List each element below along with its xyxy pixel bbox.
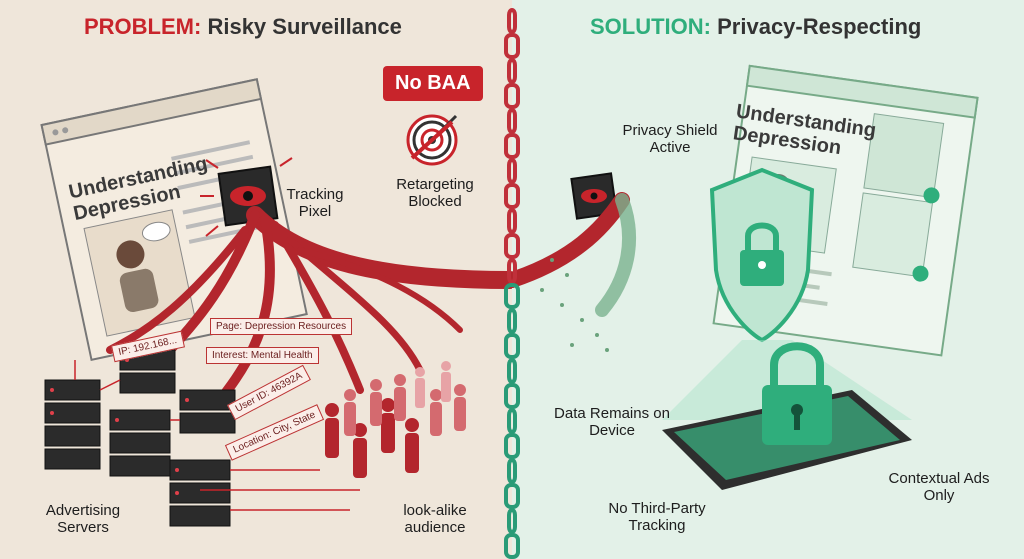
device-tablet-icon bbox=[662, 342, 912, 490]
problem-illustration bbox=[40, 78, 512, 527]
solution-title: SOLUTION: Privacy-Respecting bbox=[590, 14, 921, 40]
problem-title: PROBLEM: Risky Surveillance bbox=[84, 14, 402, 40]
privacy-shield-icon bbox=[709, 167, 815, 343]
advertising-servers-icon bbox=[44, 349, 360, 527]
data-remains-label: Data Remains on Device bbox=[554, 405, 670, 439]
solution-title-prefix: SOLUTION: bbox=[590, 14, 711, 39]
problem-panel: PROBLEM: Risky Surveillance No BAA Retar… bbox=[0, 0, 512, 559]
blocked-tracker-icon bbox=[570, 172, 618, 220]
no-baa-badge: No BAA bbox=[383, 66, 483, 101]
retargeting-blocked-label: Retargeting Blocked bbox=[396, 176, 474, 210]
problem-title-prefix: PROBLEM: bbox=[84, 14, 202, 39]
lookalike-audience-icon bbox=[325, 361, 466, 478]
tag-page: Page: Depression Resources bbox=[210, 318, 353, 335]
tracking-pixel-label: Tracking Pixel bbox=[286, 186, 344, 220]
solution-panel: SOLUTION: Privacy-Respecting Privacy Shi… bbox=[512, 0, 1024, 559]
solution-illustration bbox=[512, 64, 979, 490]
advertising-servers-label: Advertising Servers bbox=[45, 502, 121, 536]
contextual-ads-label: Contextual Ads Only bbox=[888, 470, 990, 504]
dissolving-data-flow bbox=[512, 192, 637, 352]
solution-title-main: Privacy-Respecting bbox=[717, 14, 922, 39]
no-third-party-label: No Third-Party Tracking bbox=[608, 500, 706, 534]
privacy-shield-label: Privacy Shield Active bbox=[622, 122, 718, 156]
problem-title-main: Risky Surveillance bbox=[207, 14, 402, 39]
retargeting-target-icon bbox=[406, 114, 458, 166]
lookalike-audience-label: look-alike audience bbox=[403, 502, 467, 536]
tag-interest: Interest: Mental Health bbox=[206, 347, 319, 364]
